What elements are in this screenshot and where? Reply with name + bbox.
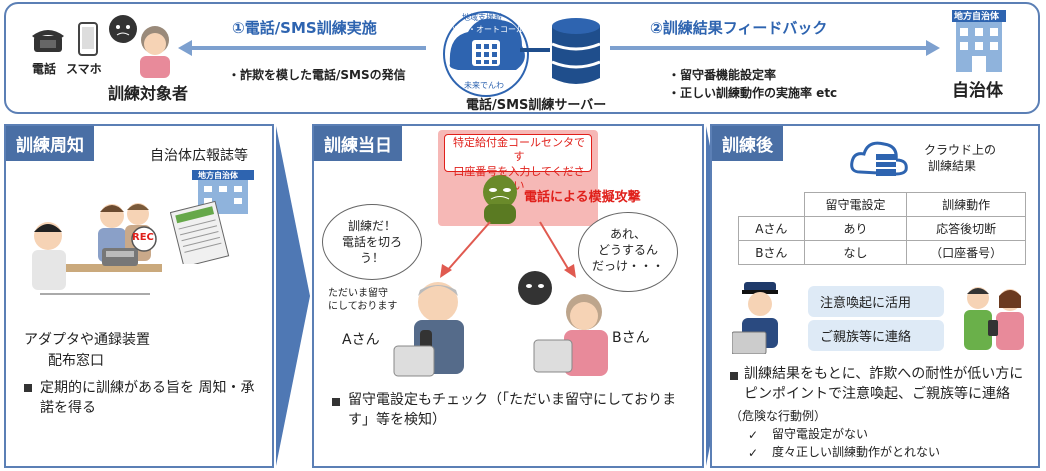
cloud-caption-1: クラウド上の <box>924 142 996 159</box>
person-a-speech-text: 訓練だ！ 電話を切ろ う！ <box>326 218 418 267</box>
table-cell: Aさん <box>739 217 805 241</box>
section-notice-desc-1: アダプタや通録装置 <box>24 330 150 350</box>
section-notice-title: 訓練周知 <box>6 126 94 161</box>
results-table: 留守電設定 訓練動作 Aさん あり 応答後切断 Bさん なし （口座番号） <box>738 192 1026 265</box>
table-row: Aさん あり 応答後切断 <box>739 217 1026 241</box>
left-arrow <box>178 40 426 56</box>
section-after-training-title: 訓練後 <box>712 126 783 161</box>
table-cell: Bさん <box>739 241 805 265</box>
person-b-illustration <box>530 290 616 380</box>
telephone-icon <box>30 26 66 54</box>
police-officer-illustration <box>732 280 790 354</box>
table-cell: なし <box>804 241 907 265</box>
rec-label: REC <box>132 232 154 243</box>
right-arrow <box>610 40 940 56</box>
section-training-day-title: 訓練当日 <box>314 126 402 161</box>
server-logo-mid-text: ツン・オートコール <box>452 24 524 35</box>
target-label: 訓練対象者 <box>108 80 188 104</box>
section-training-day-bullet-icon <box>332 398 340 406</box>
right-arrow-bullet-1: ・留守番機能設定率 <box>668 66 776 83</box>
results-table-header-cell <box>739 193 805 217</box>
results-table-header-cell: 訓練動作 <box>907 193 1026 217</box>
section-after-bullet: 訓練結果をもとに、詐欺への耐性が低い方にピンポイントで注意喚起、ご親族等に連絡 <box>744 364 1034 405</box>
alert-pill: 注意喚起に活用 <box>808 286 944 317</box>
server-label: 電話/SMS訓練サーバー <box>466 94 606 113</box>
cloud-database-icon <box>850 138 910 178</box>
section-notice-desc-2: 配布窓口 <box>48 351 104 371</box>
table-cell: （口座番号） <box>907 241 1026 265</box>
newspaper-icon <box>170 200 230 264</box>
danger-example-1: 留守電設定がない <box>772 426 868 443</box>
person-b-label: Bさん <box>612 328 650 348</box>
smartphone-label: スマホ <box>66 60 102 77</box>
check-icon: ✓ <box>748 446 758 460</box>
family-illustration <box>958 280 1030 354</box>
person-b-speech-text: あれ、 どうするん だっけ・・・ <box>582 226 674 275</box>
table-cell: あり <box>804 217 907 241</box>
danger-example-2: 度々正しい訓練動作がとれない <box>772 444 940 461</box>
left-arrow-bullet: ・詐欺を模した電話/SMSの発信 <box>228 66 406 83</box>
database-icon <box>548 16 604 88</box>
section-notice-bullet-icon <box>24 384 32 392</box>
person-a-illustration <box>390 276 476 380</box>
left-arrow-title: ①電話/SMS訓練実施 <box>232 17 377 38</box>
family-contact-pill: ご親族等に連絡 <box>808 320 944 351</box>
section-notice-building-sign: 地方自治体 <box>198 170 238 181</box>
table-row: Bさん なし （口座番号） <box>739 241 1026 265</box>
right-arrow-bullet-2: ・正しい訓練動作の実施率 etc <box>668 84 837 101</box>
government-label: 自治体 <box>952 76 1003 101</box>
results-table-header-cell: 留守電設定 <box>804 193 907 217</box>
phone-label: 電話 <box>32 60 56 77</box>
section-after-bullet-icon <box>730 372 738 380</box>
server-connector <box>520 48 550 52</box>
section-notice-subtitle: 自治体広報誌等 <box>150 146 248 166</box>
voicemail-text: ただいま留守 にしております <box>328 288 397 313</box>
results-table-header-row: 留守電設定 訓練動作 <box>739 193 1026 217</box>
person-a-label: Aさん <box>342 330 380 350</box>
server-logo-top-text: 地域支援脈 <box>462 12 502 23</box>
chevron-arrow-1 <box>276 126 310 466</box>
server-logo-bottom-text: 未来でんわ <box>464 80 504 91</box>
elderly-woman-icon <box>132 22 178 78</box>
section-notice-bullet: 定期的に訓練がある旨を 周知・承諾を得る <box>40 378 264 419</box>
right-arrow-title: ②訓練結果フィードバック <box>650 17 827 38</box>
government-sign: 地方自治体 <box>954 9 999 22</box>
cloud-caption-2: 訓練結果 <box>928 158 976 175</box>
section-training-day-bullet: 留守電設定もチェック（「ただいま留守にしております」等を検知） <box>348 390 694 431</box>
attack-label: 電話による模擬攻撃 <box>524 186 641 205</box>
table-cell: 応答後切断 <box>907 217 1026 241</box>
smartphone-icon <box>78 22 98 56</box>
danger-examples-title: （危険な行動例） <box>730 408 826 425</box>
check-icon: ✓ <box>748 428 758 442</box>
